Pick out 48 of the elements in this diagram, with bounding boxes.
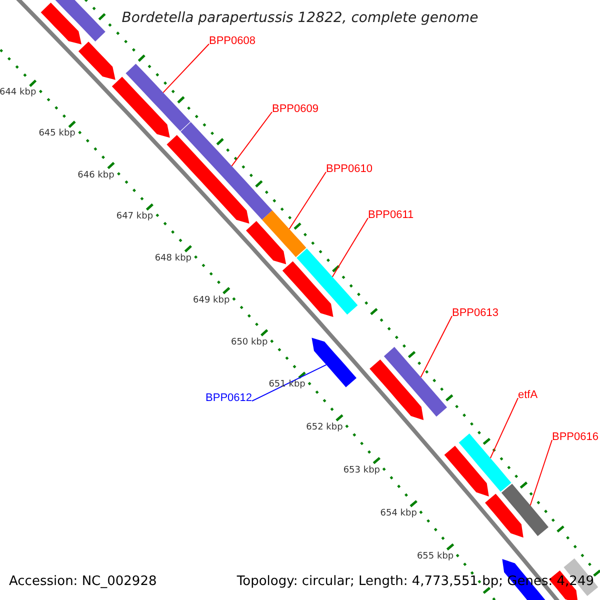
gene-label: BPP0613 (452, 308, 498, 319)
leader-line (420, 316, 452, 378)
gene-bar (180, 122, 272, 220)
tick-label: 644 kbp (0, 88, 36, 98)
tick-label: 652 kbp (306, 423, 343, 432)
tick-label: 653 kbp (343, 466, 380, 476)
leader-line (288, 172, 326, 230)
gene-bar (384, 346, 447, 417)
tick-label: 646 kbp (78, 171, 114, 180)
gene-feature (444, 446, 489, 496)
gene-feature (282, 261, 334, 317)
gene-bar (54, 0, 106, 42)
tick-label: 645 kbp (38, 130, 76, 139)
gene-bar (501, 484, 548, 536)
tick-label: 649 kbp (193, 296, 230, 306)
gene-feature (246, 221, 286, 264)
leader-line (162, 44, 210, 94)
leader-line (252, 364, 327, 402)
gene-feature (370, 360, 424, 420)
leader-line (490, 398, 518, 459)
tick-label: 655 kbp (416, 552, 454, 562)
tick-label: 648 kbp (154, 254, 192, 264)
map-title: Bordetella parapertussis 12822, complete genome (122, 11, 478, 25)
gene-feature (485, 494, 524, 538)
gene-label: BPP0611 (368, 210, 414, 221)
leader-line (530, 440, 552, 506)
gene-bar (458, 434, 512, 492)
gene-feature (40, 2, 82, 44)
tick-label: 654 kbp (380, 509, 417, 518)
tick-label: 651 kbp (268, 380, 306, 390)
leader-line (231, 112, 272, 167)
gene-label: BPP0612 (206, 393, 252, 404)
leader-line (332, 218, 368, 278)
gene-label: BPP0616 (552, 432, 598, 443)
gene-feature (112, 76, 170, 138)
gene-label: BPP0609 (272, 104, 318, 115)
accession-text: Accession: NC_002928 (9, 575, 157, 588)
gene-label: BPP0610 (326, 164, 372, 175)
gene-bar (296, 248, 358, 315)
gene-feature (312, 338, 356, 388)
gene-label: etfA (518, 390, 538, 401)
tick-label: 650 kbp (230, 338, 268, 348)
gene-feature (166, 135, 250, 224)
gene-label: BPP0608 (209, 36, 256, 47)
gene-bar (262, 210, 306, 258)
gene-bar (126, 64, 190, 132)
tick-label: 647 kbp (116, 212, 154, 222)
gene-feature (78, 42, 116, 80)
